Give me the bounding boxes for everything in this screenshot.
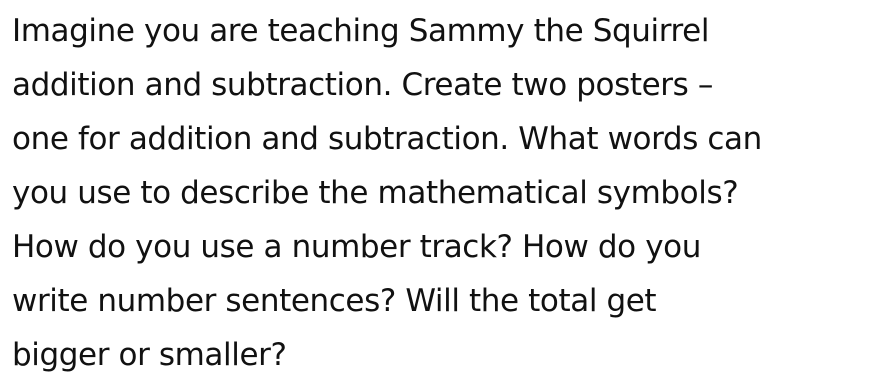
paragraph-line-2: addition and subtraction. Create two pos… bbox=[12, 67, 713, 103]
paragraph-line-3: one for addition and subtraction. What w… bbox=[12, 121, 762, 157]
paragraph-line-6: write number sentences? Will the total g… bbox=[12, 283, 657, 319]
paragraph-line-7: bigger or smaller? bbox=[12, 337, 287, 373]
task-paragraph: Imagine you are teaching Sammy the Squir… bbox=[12, 4, 880, 382]
paragraph-line-1: Imagine you are teaching Sammy the Squir… bbox=[12, 13, 710, 49]
paragraph-line-4: you use to describe the mathematical sym… bbox=[12, 175, 739, 211]
paragraph-line-5: How do you use a number track? How do yo… bbox=[12, 229, 701, 265]
